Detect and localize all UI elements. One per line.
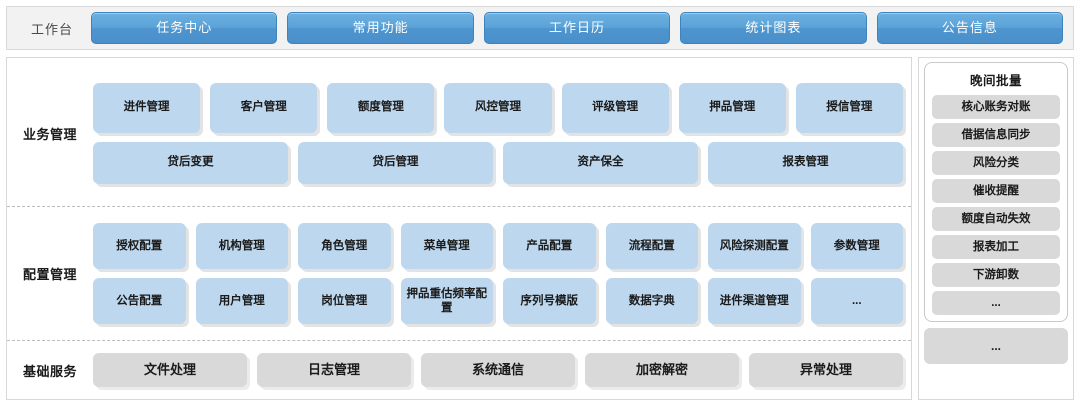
business-row-2: 贷后变更 贷后管理 资产保全 报表管理: [93, 141, 903, 184]
batch-item-report-processing[interactable]: 报表加工: [932, 235, 1060, 259]
tile-exception-handling[interactable]: 异常处理: [749, 353, 903, 387]
tile-product-config[interactable]: 产品配置: [503, 223, 596, 269]
tile-authorization-config[interactable]: 授权配置: [93, 223, 186, 269]
tab-task-center[interactable]: 任务中心: [91, 12, 278, 44]
section-base-services: 基础服务 文件处理 日志管理 系统通信 加密解密 异常处理: [7, 340, 911, 399]
tile-credit-granting-management[interactable]: 授信管理: [795, 82, 903, 133]
batch-item-collection-reminder[interactable]: 催收提醒: [932, 179, 1060, 203]
header-tabs: 任务中心 常用功能 工作日历 统计图表 公告信息: [91, 12, 1067, 44]
tab-common-functions[interactable]: 常用功能: [287, 12, 474, 44]
right-panel-more-tile[interactable]: ...: [924, 328, 1068, 364]
tile-encryption-decryption[interactable]: 加密解密: [585, 353, 739, 387]
config-row-2: 公告配置 用户管理 岗位管理 押品重估频率配置 序列号模版 数据字典 进件渠道管…: [93, 278, 903, 324]
tile-system-communication[interactable]: 系统通信: [421, 353, 575, 387]
section-base-rows: 文件处理 日志管理 系统通信 加密解密 异常处理: [93, 353, 911, 387]
section-business-rows: 进件管理 客户管理 额度管理 风控管理 评级管理 押品管理 授信管理 贷后变更 …: [93, 82, 911, 184]
tile-organization-management[interactable]: 机构管理: [195, 223, 288, 269]
batch-item-more[interactable]: ...: [932, 291, 1060, 315]
tile-collateral-management[interactable]: 押品管理: [678, 82, 786, 133]
tile-application-management[interactable]: 进件管理: [93, 82, 201, 133]
tab-work-calendar[interactable]: 工作日历: [483, 12, 671, 44]
tile-risk-detection-config[interactable]: 风险探测配置: [708, 223, 801, 269]
batch-item-auto-credit-limit-expiry[interactable]: 额度自动失效: [932, 207, 1060, 231]
batch-item-core-accounting-reconciliation[interactable]: 核心账务对账: [932, 95, 1060, 119]
tile-credit-limit-management[interactable]: 额度管理: [327, 82, 435, 133]
tile-post-loan-management[interactable]: 贷后管理: [298, 141, 493, 184]
section-label-base-services: 基础服务: [22, 363, 77, 379]
tile-position-management[interactable]: 岗位管理: [298, 278, 391, 324]
main-panel: 业务管理 进件管理 客户管理 额度管理 风控管理 评级管理 押品管理 授信管理 …: [6, 57, 912, 400]
tile-customer-management[interactable]: 客户管理: [210, 82, 318, 133]
nightly-batch-box: 晚间批量 核心账务对账 借据信息同步 风险分类 催收提醒 额度自动失效 报表加工…: [924, 62, 1068, 322]
tile-rating-management[interactable]: 评级管理: [561, 82, 669, 133]
header-bar: 工作台 任务中心 常用功能 工作日历 统计图表 公告信息: [6, 6, 1074, 50]
nightly-batch-title: 晚间批量: [969, 74, 1022, 88]
tile-data-dictionary[interactable]: 数据字典: [605, 278, 698, 324]
section-config-rows: 授权配置 机构管理 角色管理 菜单管理 产品配置 流程配置 风险探测配置 参数管…: [93, 223, 911, 324]
batch-item-risk-classification[interactable]: 风险分类: [932, 151, 1060, 175]
business-row-1: 进件管理 客户管理 额度管理 风控管理 评级管理 押品管理 授信管理: [93, 82, 903, 133]
tile-user-management[interactable]: 用户管理: [195, 278, 288, 324]
batch-item-loan-document-sync[interactable]: 借据信息同步: [932, 123, 1060, 147]
right-panel: 晚间批量 核心账务对账 借据信息同步 风险分类 催收提醒 额度自动失效 报表加工…: [918, 57, 1074, 400]
base-row-1: 文件处理 日志管理 系统通信 加密解密 异常处理: [93, 353, 903, 387]
tile-role-management[interactable]: 角色管理: [298, 223, 391, 269]
section-configuration-management: 配置管理 授权配置 机构管理 角色管理 菜单管理 产品配置 流程配置 风险探测配…: [7, 206, 911, 340]
section-business-management: 业务管理 进件管理 客户管理 额度管理 风控管理 评级管理 押品管理 授信管理 …: [7, 58, 911, 206]
tile-asset-preservation[interactable]: 资产保全: [503, 141, 698, 184]
config-row-1: 授权配置 机构管理 角色管理 菜单管理 产品配置 流程配置 风险探测配置 参数管…: [93, 223, 903, 269]
section-label-business-management: 业务管理: [22, 126, 77, 142]
workbench-label: 工作台: [30, 21, 73, 37]
tile-announcement-config[interactable]: 公告配置: [93, 278, 186, 324]
tile-risk-control-management[interactable]: 风控管理: [444, 82, 552, 133]
tile-collateral-revaluation-frequency-config[interactable]: 押品重估频率配置: [400, 278, 493, 324]
section-label-configuration-management: 配置管理: [22, 267, 77, 282]
tile-application-channel-management[interactable]: 进件渠道管理: [708, 278, 801, 324]
tile-parameter-management[interactable]: 参数管理: [810, 223, 903, 269]
tile-process-config[interactable]: 流程配置: [605, 223, 698, 269]
tile-serial-number-template[interactable]: 序列号模版: [503, 278, 596, 324]
tile-file-processing[interactable]: 文件处理: [93, 353, 247, 387]
tile-post-loan-change[interactable]: 贷后变更: [93, 141, 288, 184]
tile-config-more[interactable]: ...: [810, 278, 903, 324]
tile-log-management[interactable]: 日志管理: [257, 353, 411, 387]
tile-report-management[interactable]: 报表管理: [708, 141, 903, 184]
tab-statistics-chart[interactable]: 统计图表: [680, 12, 867, 44]
tile-menu-management[interactable]: 菜单管理: [400, 223, 493, 269]
tab-announcements[interactable]: 公告信息: [876, 12, 1064, 44]
batch-item-downstream-data-unload[interactable]: 下游卸数: [932, 263, 1060, 287]
